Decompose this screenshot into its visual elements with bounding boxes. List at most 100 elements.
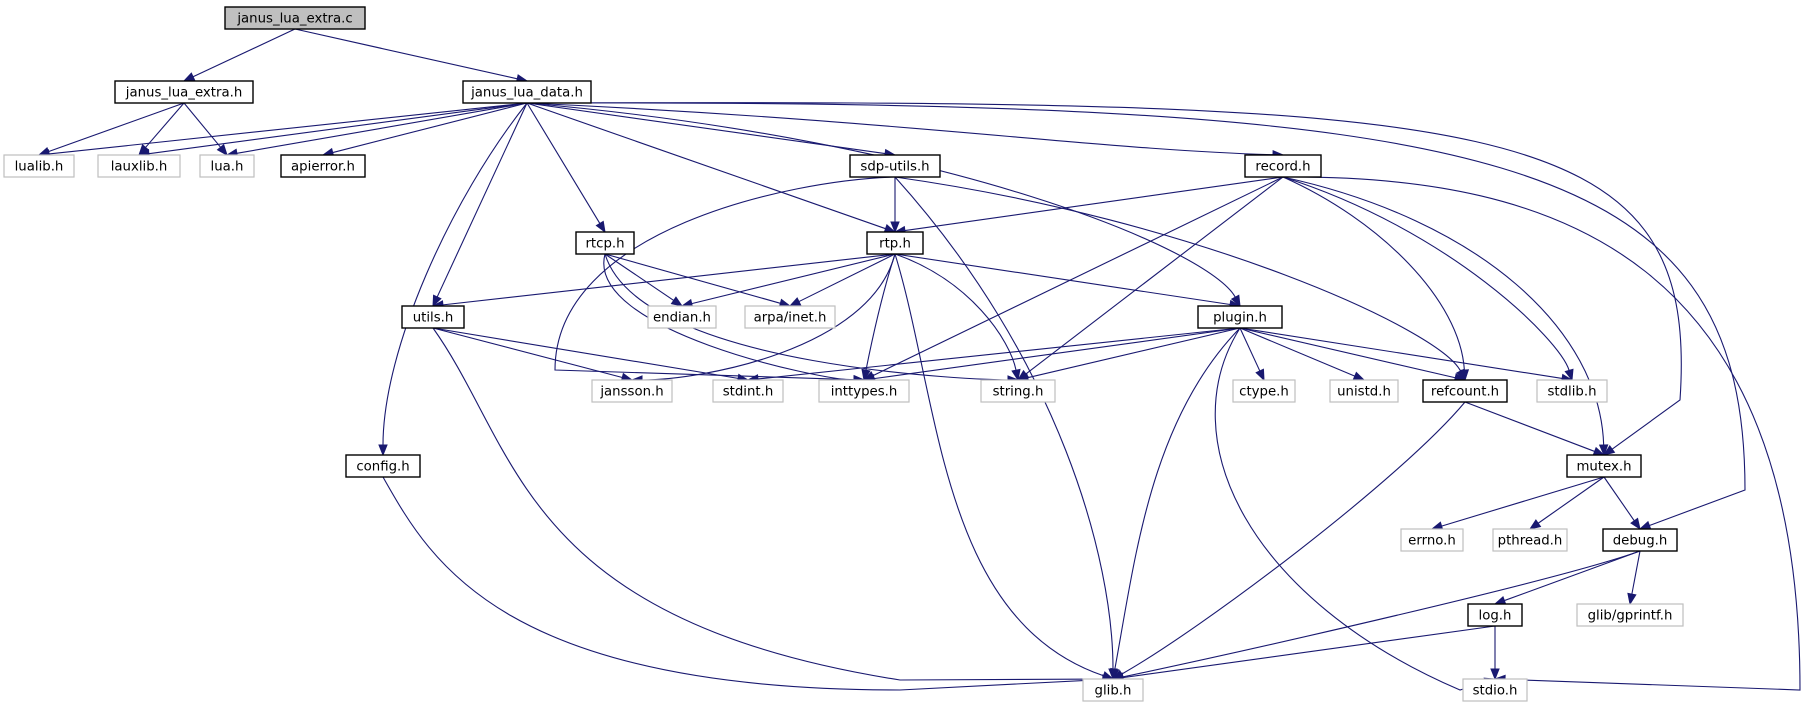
node-box (199, 154, 255, 178)
node-box (345, 454, 421, 478)
edge-line (1603, 476, 1635, 522)
edge-line (604, 253, 1009, 381)
nodes-layer: janus_lua_extra.c janus_lua_extra.h janus_… (3, 6, 1684, 702)
node-utils-h[interactable]: utils.h (401, 305, 465, 329)
node-label: apierror.h (291, 160, 355, 175)
node-plugin-h[interactable]: plugin.h (1197, 305, 1283, 329)
node-box (462, 80, 592, 104)
edge-line (1537, 476, 1605, 524)
arrowhead-icon (670, 296, 684, 307)
node-label: stdlib.h (1547, 385, 1596, 400)
edge-line (1282, 176, 1605, 446)
node-lauxlib-h: lauxlib.h (97, 154, 181, 178)
node-refcount-h[interactable]: refcount.h (1422, 379, 1508, 403)
node-box (401, 305, 465, 329)
edge-line (872, 176, 1284, 377)
edge-rtp_h-to-glib_h (894, 253, 1115, 681)
edge-rtp_h-to-string_h (894, 253, 1021, 382)
edge-line (1214, 327, 1486, 691)
edge-line (48, 102, 185, 153)
node-box (114, 80, 254, 104)
node-sdp-utils-h[interactable]: sdp-utils.h (849, 154, 941, 178)
node-string-h: string.h (980, 379, 1056, 403)
edge-line (554, 176, 896, 381)
edge-config_h-to-glib_h (382, 476, 1115, 691)
node-janus-lua-extra-h[interactable]: janus_lua_extra.h (114, 80, 254, 104)
node-inttypes-h: inttypes.h (818, 379, 910, 403)
edge-line (1239, 327, 1456, 379)
edge-line (148, 102, 528, 155)
edge-line (604, 253, 781, 304)
arrowhead-icon (432, 294, 442, 308)
arrowhead-icon (595, 220, 606, 234)
node-box (712, 379, 784, 403)
edge-janus_lua_data_h-to-utils_h (432, 102, 528, 308)
node-box (980, 379, 1056, 403)
edge-line (526, 102, 886, 230)
edge-line (1114, 327, 1241, 670)
node-label: stdio.h (1473, 684, 1518, 699)
arrowhead-icon (1638, 520, 1652, 530)
node-log-h[interactable]: log.h (1467, 603, 1523, 627)
edge-line (691, 253, 896, 305)
node-debug-h[interactable]: debug.h (1602, 528, 1678, 552)
node-jansson-h: jansson.h (591, 379, 673, 403)
arrowhead-icon (1528, 519, 1542, 530)
edge-rtp_h-to-endian_h (680, 253, 896, 309)
node-apierror-h[interactable]: apierror.h (280, 154, 366, 178)
edge-line (526, 102, 1236, 298)
edge-mutex_h-to-debug_h (1603, 476, 1641, 531)
edge-line (1027, 327, 1241, 379)
node-label: glib.h (1095, 684, 1132, 699)
node-box (1400, 528, 1464, 552)
edge-line (603, 253, 855, 381)
node-label: pthread.h (1498, 534, 1563, 549)
edge-janus_lua_data_h-to-lualib_h (37, 102, 528, 159)
node-label: config.h (356, 460, 409, 475)
edge-line (526, 102, 601, 224)
node-box (1462, 678, 1528, 702)
node-box (97, 154, 181, 178)
node-glib-h: glib.h (1082, 678, 1144, 702)
node-mutex-h[interactable]: mutex.h (1566, 454, 1642, 478)
edge-janus_lua_data_h-to-mutex_h (526, 102, 1682, 456)
edge-line (382, 102, 528, 446)
node-box (1422, 379, 1508, 403)
node-label: utils.h (413, 311, 454, 326)
edge-line (894, 253, 1104, 677)
node-record-h[interactable]: record.h (1244, 154, 1322, 178)
node-unistd-h: unistd.h (1329, 379, 1399, 403)
edge-debug_h-to-glib_gprintf_h (1627, 550, 1641, 606)
node-janus-lua-data-h[interactable]: janus_lua_data.h (462, 80, 592, 104)
node-box (1244, 154, 1322, 178)
edge-line (1441, 476, 1605, 527)
node-label: rtcp.h (585, 237, 624, 252)
node-box (647, 305, 717, 329)
node-rtcp-h[interactable]: rtcp.h (575, 231, 635, 255)
edge-rtp_h-to-utils_h (431, 253, 896, 310)
edge-line (1282, 176, 1801, 691)
edge-line (873, 327, 1241, 380)
node-janus-lua-extra-c: janus_lua_extra.c (224, 6, 366, 30)
edge-record_h-to-refcount_h (1282, 176, 1470, 382)
node-box (744, 305, 836, 329)
edge-line (526, 102, 1682, 450)
node-rtp-h[interactable]: rtp.h (866, 231, 924, 255)
edge-janus_lua_data_h-to-record_h (526, 102, 1285, 160)
node-label: stdint.h (723, 385, 774, 400)
arrowhead-icon (1011, 368, 1021, 382)
node-label: rtp.h (879, 237, 911, 252)
edge-line (1121, 401, 1466, 675)
edge-janus_lua_extra_c-to-janus_lua_data_h (294, 28, 529, 84)
edge-utils_h-to-jansson_h (432, 327, 634, 382)
arrowhead-icon (1230, 294, 1241, 308)
edge-line (1239, 327, 1563, 379)
node-label: sdp-utils.h (860, 160, 929, 175)
node-config-h[interactable]: config.h (345, 454, 421, 478)
node-label: string.h (993, 385, 1044, 400)
edge-rtp_h-to-inttypes_h (861, 253, 896, 382)
edge-record_h-to-mutex_h (1282, 176, 1609, 457)
arrowhead-icon (861, 368, 871, 382)
edge-line (432, 327, 739, 379)
edge-line (145, 102, 185, 148)
